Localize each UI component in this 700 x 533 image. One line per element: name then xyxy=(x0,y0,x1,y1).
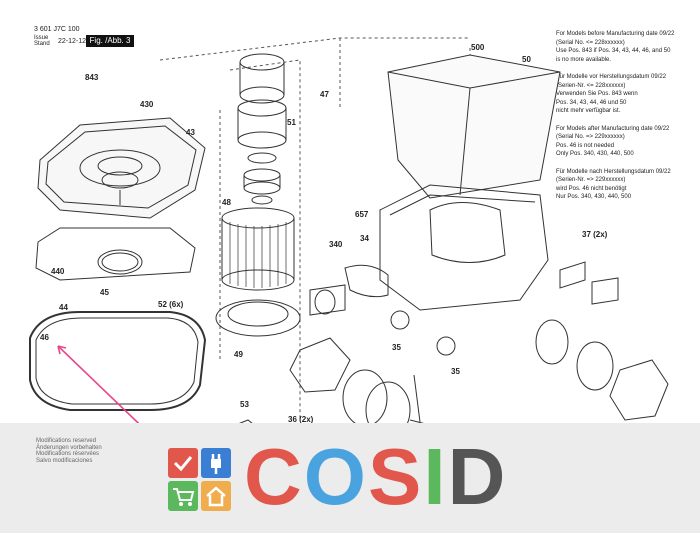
note-line: Only Pos. 340, 430, 440, 500 xyxy=(556,151,634,158)
note-line: nicht mehr verfügbar ist. xyxy=(556,108,621,115)
callout-657: 657 xyxy=(355,210,369,219)
seal-46-drawing xyxy=(29,311,207,411)
callout-34: 34 xyxy=(360,234,369,243)
callout-500: 500 xyxy=(471,43,485,52)
inlet-34-drawing xyxy=(344,264,389,298)
logo-letter-o: O xyxy=(303,432,369,521)
mods-en: Modifications reserved xyxy=(36,438,97,444)
note-line: is no more available. xyxy=(556,56,612,63)
callout-430: 430 xyxy=(140,100,154,109)
footer-band xyxy=(0,423,700,533)
note-line: Pos. 34, 43, 44, 46 und 50 xyxy=(556,99,627,106)
mods-de: Änderungen vorbehalten xyxy=(36,444,102,451)
callout-440: 440 xyxy=(51,267,65,276)
logo-letter-i: I xyxy=(423,432,448,521)
cart-icon xyxy=(168,481,198,511)
logo-letter-d: D xyxy=(447,432,508,521)
disc-49-drawing xyxy=(215,299,301,337)
issue-label-en: Issue xyxy=(34,35,49,41)
ring-45-drawing xyxy=(97,249,143,275)
note-line: (Serien-Nr. <= 228xxxxxx) xyxy=(556,82,626,89)
note-line: Use Pos. 843 if Pos. 34, 43, 44, 46, and… xyxy=(556,48,671,55)
castor-35b-drawing xyxy=(436,336,456,356)
callout-47: 47 xyxy=(320,90,329,99)
logo-letter-c: C xyxy=(244,432,304,521)
issue-date: 22-12-12 xyxy=(58,38,87,45)
callout-44: 44 xyxy=(59,303,68,312)
callout-46: 46 xyxy=(40,333,49,342)
axle-drawing xyxy=(409,374,427,425)
note-line: For Models after Manufacturing date 09/2… xyxy=(556,125,670,132)
note-line: (Serien-Nr. => 229xxxxxx) xyxy=(556,177,626,184)
modifications-reserved: Modifications reserved Änderungen vorbeh… xyxy=(36,438,102,464)
logo-letter-s: S xyxy=(368,432,424,521)
callout-45: 45 xyxy=(100,288,109,297)
callout-843: 843 xyxy=(85,73,99,82)
callout-51: 51 xyxy=(287,118,296,127)
callout-43: 43 xyxy=(186,128,195,137)
callout-340: 340 xyxy=(329,240,343,249)
note-line: wird Pos. 46 nicht benötigt xyxy=(556,185,627,192)
callout-36: 36 (2x) xyxy=(288,415,314,424)
mods-fr: Modifications réservées xyxy=(36,451,100,458)
lid-assembly-drawing xyxy=(37,117,206,219)
hubcap-right-drawing xyxy=(609,359,669,421)
callout-35a: 35 xyxy=(392,343,401,352)
logo-wordmark: COSID xyxy=(244,432,507,522)
house-icon xyxy=(201,481,231,511)
note-line: (Serial No. <= 228xxxxxx) xyxy=(556,39,625,46)
callout-53: 53 xyxy=(240,400,249,409)
mods-es: Salvo modificaciones xyxy=(36,457,93,464)
callout-50: 50 xyxy=(522,55,531,64)
hubcap-left-drawing xyxy=(289,337,351,393)
note-line: For Models before Manufacturing date 09/… xyxy=(556,31,675,37)
issue-label-de: Stand xyxy=(34,41,50,47)
note-line: Nur Pos. 340, 430, 440, 500 xyxy=(556,194,632,201)
note-line: Verwenden Sie Pos. 843 wenn xyxy=(556,91,638,98)
issue-label: Issue Stand xyxy=(34,35,50,47)
callout-52: 52 (6x) xyxy=(158,300,184,309)
filter-cage-drawing xyxy=(237,53,287,205)
wheel-36-drawing xyxy=(342,319,614,439)
filter-48-drawing xyxy=(221,207,295,291)
note-line: Pos. 46 is not needed xyxy=(556,142,615,149)
callout-49: 49 xyxy=(234,350,243,359)
checkmark-icon xyxy=(168,448,198,478)
plug-icon xyxy=(201,448,231,478)
note-line: Für Modelle vor Herstellungsdatum 09/22 xyxy=(556,74,667,80)
hose-340-drawing xyxy=(309,284,346,316)
castor-35a-drawing xyxy=(390,310,410,330)
logo-icon xyxy=(168,448,232,512)
tank-drawing xyxy=(379,54,561,311)
figure-tag: Fig. /Abb. 3 xyxy=(86,35,134,47)
callout-48: 48 xyxy=(222,198,231,207)
document-number: 3 601 J7C 100 xyxy=(34,26,80,33)
callout-35b: 35 xyxy=(451,367,460,376)
gasket-44-drawing xyxy=(35,227,196,281)
note-line: (Serial No. => 229xxxxxx) xyxy=(556,134,625,141)
clip-37-drawing xyxy=(559,261,586,289)
note-line: Für Modelle nach Herstellungsdatum 09/22 xyxy=(556,168,671,175)
callout-37: 37 (2x) xyxy=(582,230,608,239)
